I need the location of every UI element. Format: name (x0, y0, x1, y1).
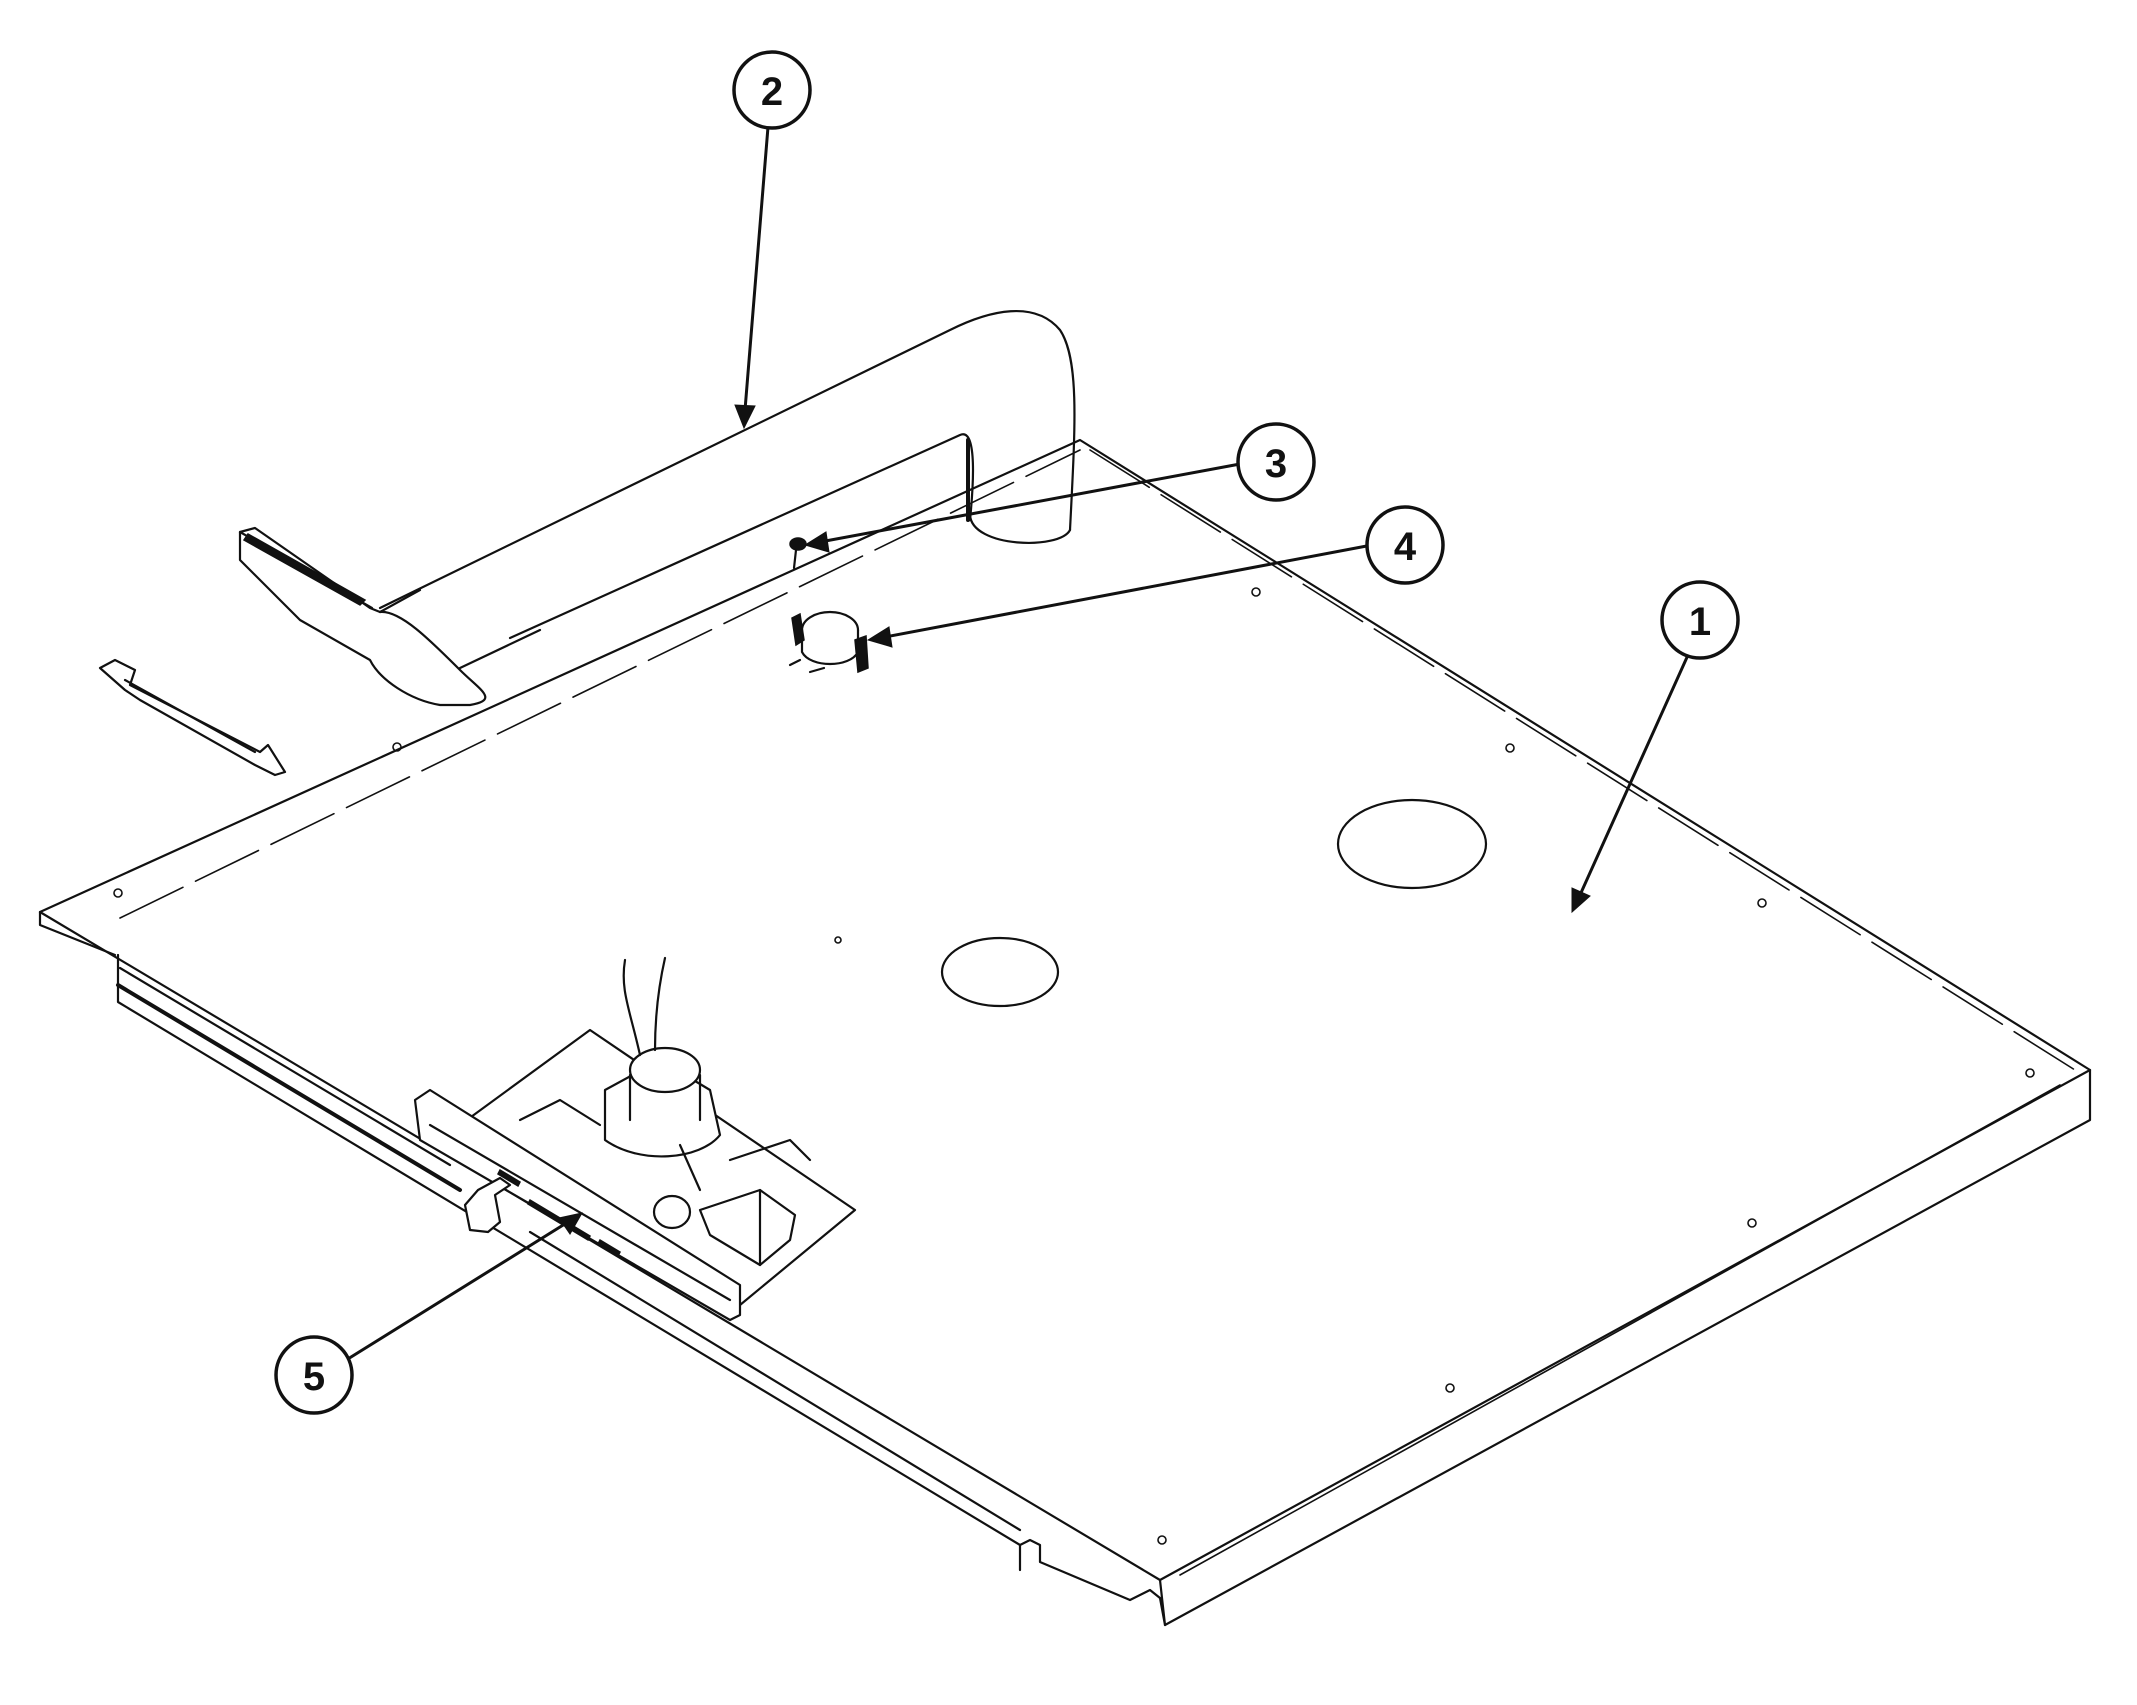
base-panel (38, 438, 2092, 1627)
callout-3: 3 (1236, 422, 1316, 502)
air-duct (238, 310, 1076, 707)
motor-assembly (413, 956, 857, 1322)
panel-hole-left (940, 936, 1060, 1008)
callout-1: 1 (1660, 580, 1740, 660)
callout-2: 2 (732, 50, 812, 130)
thermostat (788, 610, 869, 674)
callout-5: 5 (274, 1335, 354, 1415)
screw (789, 537, 807, 570)
duct-bracket (98, 658, 287, 777)
panel-hole-right (1336, 798, 1488, 890)
callout-3-label: 3 (1265, 442, 1287, 486)
callout-4-label: 4 (1394, 525, 1417, 569)
callout-4: 4 (1365, 505, 1445, 585)
callout-2-label: 2 (761, 70, 783, 114)
callout-5-label: 5 (303, 1355, 325, 1399)
leader-lines (341, 125, 1690, 1364)
callout-1-label: 1 (1689, 600, 1711, 644)
